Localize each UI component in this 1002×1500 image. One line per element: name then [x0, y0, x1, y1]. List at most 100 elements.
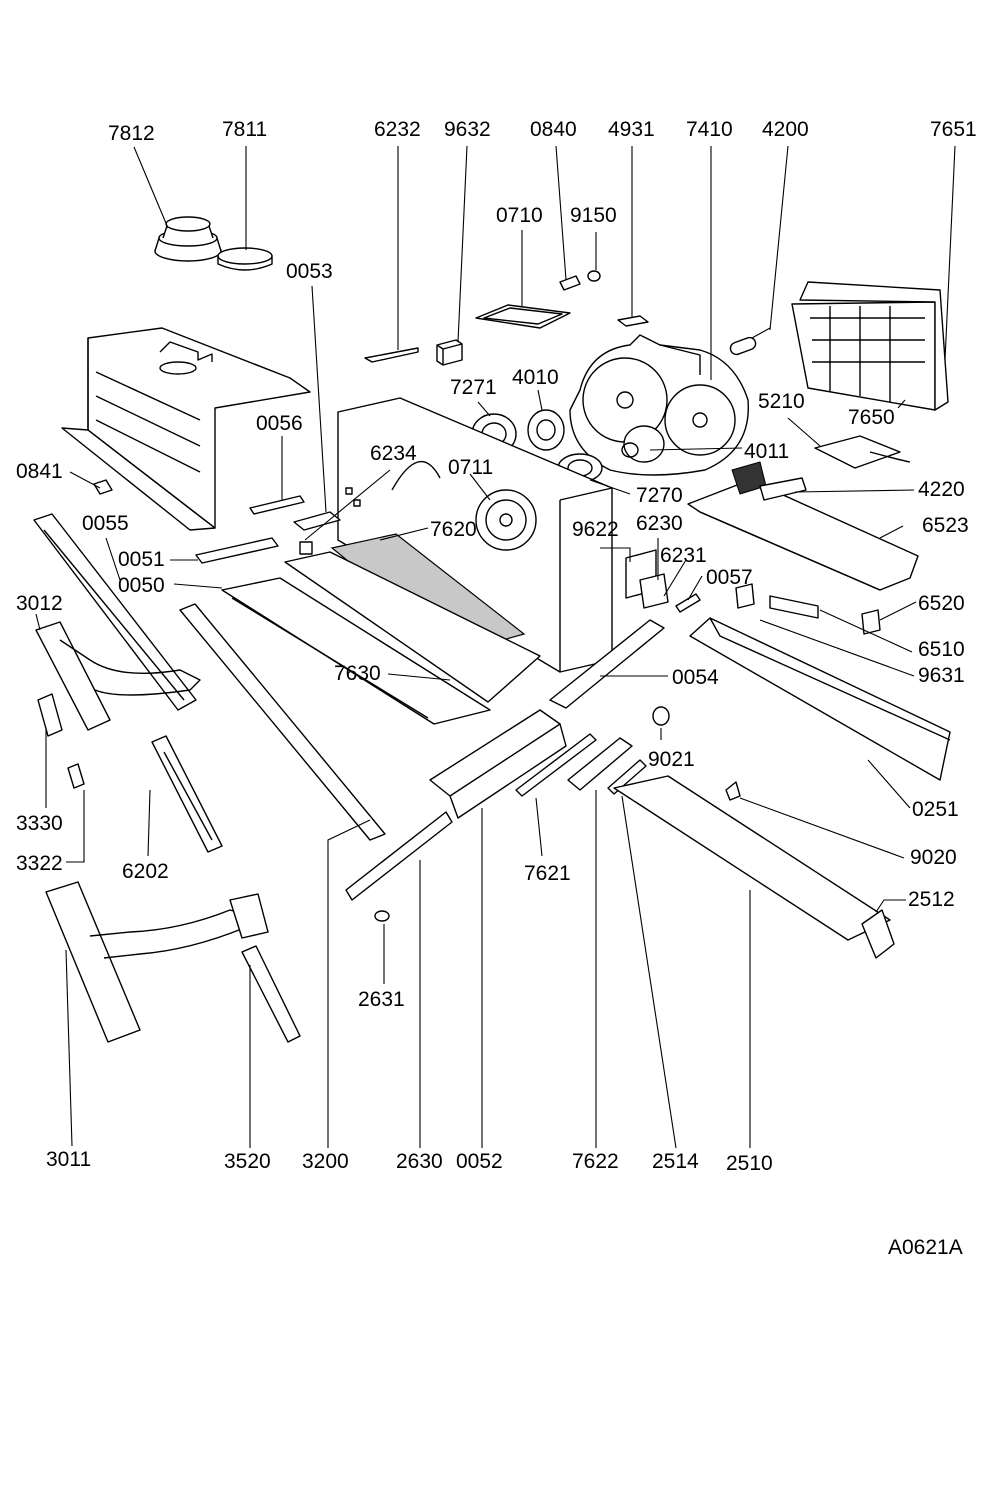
label-0052: 0052 [456, 1150, 503, 1173]
part-0251-rail [689, 617, 951, 781]
part-4931-bracket [617, 315, 649, 327]
part-3011-handle [45, 881, 269, 1043]
label-2512: 2512 [908, 888, 955, 911]
label-3330: 3330 [16, 812, 63, 835]
label-7630: 7630 [334, 662, 381, 685]
label-4931: 4931 [608, 118, 655, 141]
label-2631: 2631 [358, 988, 405, 1011]
label-0051: 0051 [118, 548, 165, 571]
part-7812-collar [154, 216, 222, 262]
label-7270: 7270 [636, 484, 683, 507]
label-0053: 0053 [286, 260, 333, 283]
part-2510-glass [613, 775, 891, 941]
part-4010-motor [527, 409, 565, 451]
label-3520: 3520 [224, 1150, 271, 1173]
part-0054-channel [549, 619, 665, 709]
label-2514: 2514 [652, 1150, 699, 1173]
part-9021-knob [652, 706, 670, 726]
part-0840-pin [559, 275, 581, 291]
label-6231: 6231 [660, 544, 707, 567]
label-0057: 0057 [706, 566, 753, 589]
part-9150-nut [587, 270, 601, 282]
label-9021: 9021 [648, 748, 695, 771]
label-3322: 3322 [16, 852, 63, 875]
label-6520: 6520 [918, 592, 965, 615]
part-3520-strip [241, 945, 301, 1043]
part-2512-endcap [861, 909, 895, 959]
drawing-reference: A0621A [888, 1236, 963, 1259]
label-7271: 7271 [450, 376, 497, 399]
part-6520-socket [735, 583, 755, 609]
leader-lines [35, 145, 956, 1149]
label-0050: 0050 [118, 574, 165, 597]
part-2631-washer [374, 910, 390, 922]
part-7410-blower-housing [569, 334, 749, 476]
label-4200: 4200 [762, 118, 809, 141]
part-3330-clip [37, 693, 63, 737]
label-0055: 0055 [82, 512, 129, 535]
label-7812: 7812 [108, 122, 155, 145]
label-9632: 9632 [444, 118, 491, 141]
part-6234-clip [299, 541, 313, 555]
label-7651: 7651 [930, 118, 977, 141]
label-7622: 7622 [572, 1150, 619, 1173]
part-labels: 7812 7811 6232 9632 0840 4931 7410 4200 … [16, 118, 977, 1175]
label-6523: 6523 [922, 514, 969, 537]
part-4220-heatsink [731, 461, 807, 501]
part-0052-channel [429, 709, 567, 819]
part-4200-capacitor [729, 327, 771, 356]
part-0056-strip [249, 495, 305, 515]
part-2514-clip [607, 759, 647, 795]
part-9632-block [436, 339, 463, 366]
label-9150: 9150 [570, 204, 617, 227]
part-6520-socket-b [861, 609, 881, 635]
part-3012-handle [35, 621, 201, 731]
part-7650-filter [791, 301, 936, 411]
part-0050-tray [221, 577, 491, 725]
part-2630-rail [345, 811, 453, 901]
label-7621: 7621 [524, 862, 571, 885]
label-6202: 6202 [122, 860, 169, 883]
label-6232: 6232 [374, 118, 421, 141]
part-6510-lamp [769, 595, 819, 619]
part-3200-front [179, 603, 386, 841]
part-0057-strip [675, 593, 701, 613]
part-6232-plate [364, 347, 419, 363]
part-7811-ring [217, 247, 273, 271]
part-6230-switch [639, 573, 669, 609]
part-0841-clip [93, 479, 113, 495]
label-0251: 0251 [912, 798, 959, 821]
part-0710-plate [475, 304, 571, 329]
label-3200: 3200 [302, 1150, 349, 1173]
part-0051-strip [195, 537, 279, 564]
label-2630: 2630 [396, 1150, 443, 1173]
label-3012: 3012 [16, 592, 63, 615]
part-3322-clip [67, 763, 85, 789]
part-7622-bracket [567, 737, 633, 791]
label-9622: 9622 [572, 518, 619, 541]
part-7630-panel [284, 551, 541, 703]
label-4010: 4010 [512, 366, 559, 389]
label-3011: 3011 [46, 1148, 91, 1171]
label-0710: 0710 [496, 204, 543, 227]
part-6202-bracket [151, 735, 223, 853]
part-7621-strip [515, 733, 597, 797]
label-0711: 0711 [448, 456, 493, 479]
part-7651-frame [799, 281, 949, 411]
label-9020: 9020 [910, 846, 957, 869]
part-5210-pcb [814, 435, 911, 469]
label-2510: 2510 [726, 1152, 773, 1175]
label-0056: 0056 [256, 412, 303, 435]
part-0053-rail [293, 511, 341, 531]
label-7620: 7620 [430, 518, 477, 541]
label-7410: 7410 [686, 118, 733, 141]
label-7650: 7650 [848, 406, 895, 429]
label-4220: 4220 [918, 478, 965, 501]
part-0055-profile [33, 513, 197, 711]
label-6234: 6234 [370, 442, 417, 465]
label-6230: 6230 [636, 512, 683, 535]
label-6510: 6510 [918, 638, 965, 661]
label-7811: 7811 [222, 118, 267, 141]
label-0054: 0054 [672, 666, 719, 689]
